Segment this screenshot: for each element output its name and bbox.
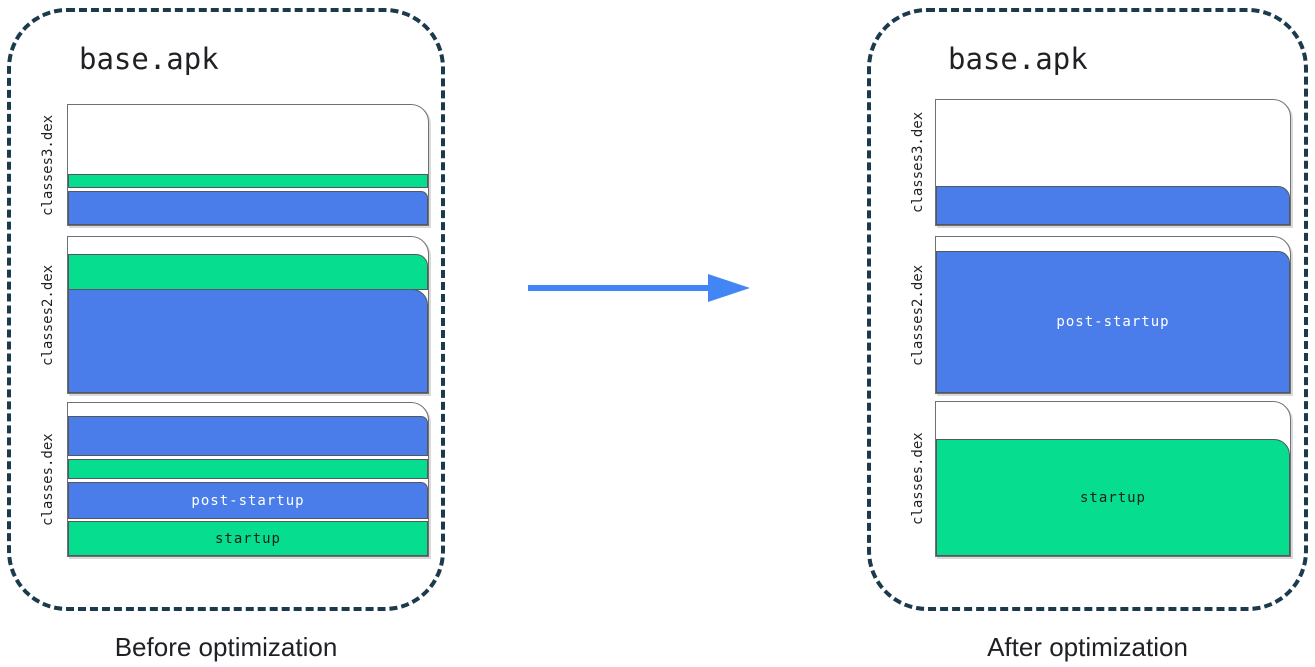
segment-blue-classes2-before [68, 289, 428, 393]
file-page-classes-before: post-startup startup [67, 402, 429, 557]
segment-startup-before: startup [68, 521, 428, 556]
file-page-classes3-after [935, 99, 1291, 226]
segment-green-classes2-before [68, 254, 428, 290]
file-page-classes3-before [67, 104, 429, 226]
segment-post-startup-before: post-startup [68, 482, 428, 519]
apk-title-after: base.apk [948, 42, 1088, 76]
apk-container-after: base.apk classes3.dex classes2.dex post-… [867, 8, 1308, 611]
arrow-shaft [528, 285, 710, 291]
arrow-head [708, 274, 750, 302]
segment-blue-classes3-after [936, 186, 1290, 225]
file-label-classes3-after: classes3.dex [910, 111, 926, 214]
file-label-classes2-after: classes2.dex [910, 264, 926, 366]
file-page-classes2-after: post-startup [935, 236, 1291, 394]
file-page-classes2-before [67, 236, 429, 394]
file-label-classes-before: classes.dex [40, 433, 56, 526]
file-label-classes3-before: classes3.dex [40, 114, 56, 216]
segment-startup-after: startup [936, 439, 1290, 556]
file-label-classes2-before: classes2.dex [40, 264, 56, 366]
arrow-right-icon [528, 274, 750, 302]
file-page-classes-after: startup [935, 401, 1291, 557]
segment-blue-classes3-before [68, 191, 428, 225]
file-label-classes-after: classes.dex [910, 432, 926, 526]
caption-after: After optimization [987, 632, 1188, 662]
apk-title-before: base.apk [79, 42, 219, 76]
segment-post-startup-after: post-startup [936, 251, 1290, 393]
caption-before: Before optimization [114, 632, 338, 662]
segment-green-mid-classes-before [68, 459, 428, 479]
segment-green-classes3-before [68, 174, 428, 188]
segment-blue-top-classes-before [68, 416, 428, 456]
apk-container-before: base.apk classes3.dex classes2.dex class… [7, 8, 445, 611]
